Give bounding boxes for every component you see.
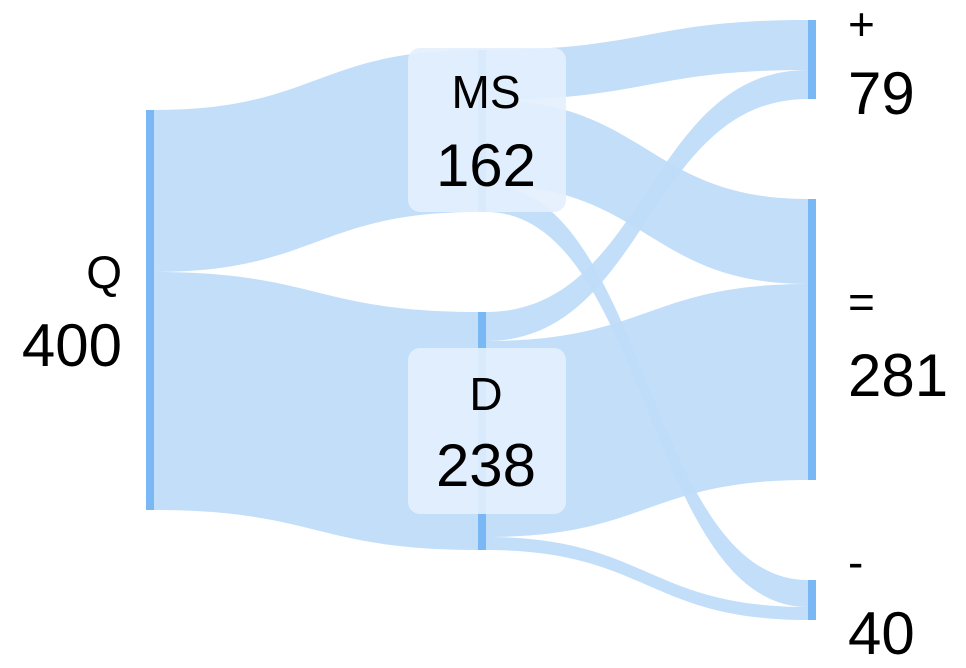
links-layer [154,20,808,620]
link-ms-to-plus [486,20,808,100]
node-q [146,110,154,510]
link-d-to-plus [486,70,808,341]
node-minus [808,580,816,620]
node-label-minus-name: - [848,536,863,588]
link-d-to-minus [486,537,808,620]
node-label-box-d [408,348,566,514]
link-d-to-equal [486,284,808,537]
node-label-d-name: D [469,368,502,420]
node-label-plus-name: + [848,0,875,50]
node-plus [808,20,816,99]
link-q-to-d [154,272,478,550]
node-label-ms-value: 162 [436,132,536,199]
node-label-ms-name: MS [452,66,521,118]
node-label-q-value: 400 [22,312,122,379]
node-label-q-name: Q [86,246,122,298]
node-label-plus-value: 79 [848,60,915,127]
link-q-to-ms [154,50,478,272]
node-label-equal-name: = [848,276,875,328]
node-label-d-value: 238 [436,432,536,499]
node-label-minus-value: 40 [848,600,915,667]
node-label-equal-value: 281 [848,342,948,409]
node-equal [808,199,816,480]
node-label-box-ms [408,48,566,212]
